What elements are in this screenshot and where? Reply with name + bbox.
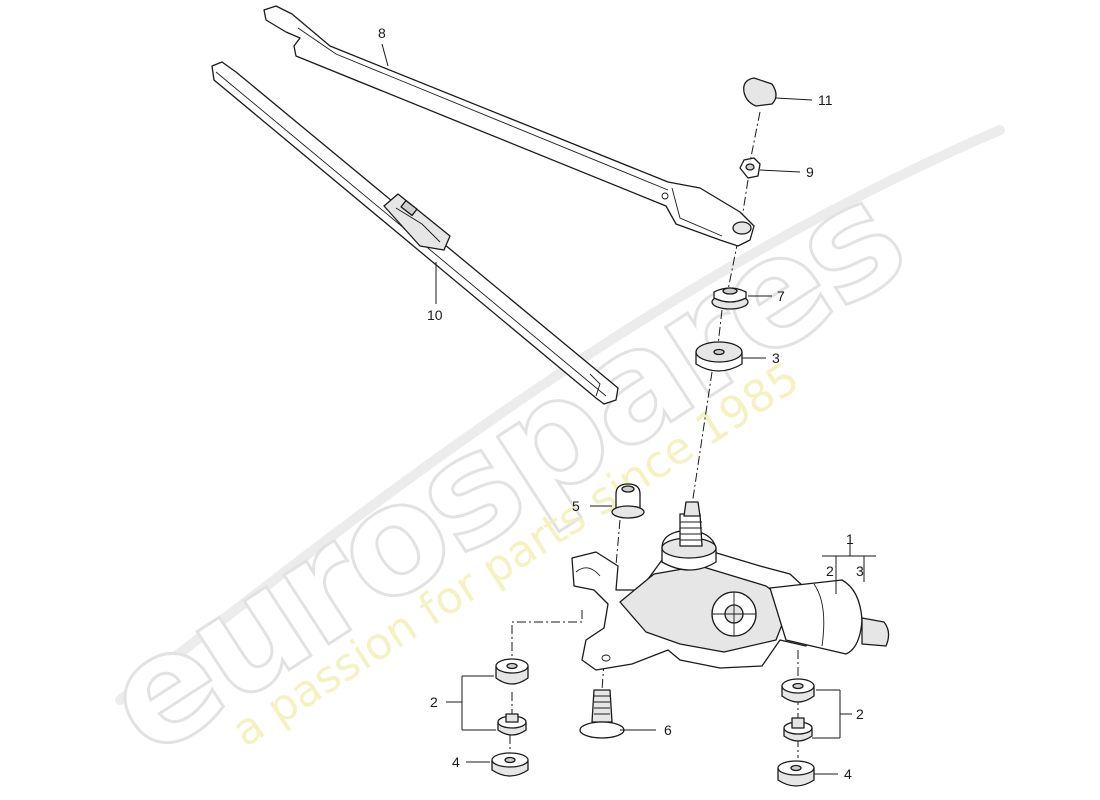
motor-spindle-tip: [683, 501, 701, 517]
callout-11: 11: [818, 92, 833, 108]
bush-hole: [621, 485, 635, 493]
axis-left-mount: [511, 610, 583, 666]
leader-lines: [381, 43, 876, 775]
watermark: eurospares a passion for parts since 198…: [73, 125, 1005, 792]
leader-1: [822, 544, 876, 594]
mount-right-lower-collar: [791, 717, 805, 729]
cap-body: [743, 77, 777, 107]
callout-1-sub-3: 3: [856, 563, 864, 579]
callout-2-left: 2: [430, 694, 438, 710]
screw-thread: [594, 695, 610, 715]
callout-labels: 8 10 11 9 7 3 5 6 2 4 2 4 1 2 3: [378, 25, 864, 782]
wiper-arm[interactable]: [263, 5, 755, 247]
wiper-arm-body: [263, 5, 755, 247]
callout-1-sub-2: 2: [826, 563, 834, 579]
mount-washer-left-hole: [504, 756, 516, 764]
mount-rubber-right[interactable]: [781, 678, 815, 742]
callout-3: 3: [772, 350, 780, 366]
watermark-swoosh: [115, 125, 1005, 705]
nut-bore: [745, 163, 755, 171]
mount-right-upper-hole: [792, 682, 804, 690]
motor-can: [769, 579, 863, 655]
callout-5: 5: [572, 498, 580, 514]
axis-cap-to-nut: [747, 111, 761, 173]
callout-2-right: 2: [856, 706, 864, 722]
wiper-arm-pivot-hole: [732, 221, 752, 235]
screw-head: [579, 721, 625, 739]
callout-4-left: 4: [452, 754, 460, 770]
bush-flange: [611, 505, 645, 519]
mount-washer-right[interactable]: [777, 760, 815, 787]
grommet-large[interactable]: [695, 341, 743, 372]
motor-end-cap: [861, 617, 890, 647]
callout-9: 9: [806, 164, 814, 180]
wiper-blade-adapter-detail: [395, 207, 441, 243]
nut[interactable]: [739, 157, 761, 179]
leader-9: [759, 169, 801, 173]
axis-arm-to-washer: [727, 239, 739, 291]
bush[interactable]: [611, 483, 645, 519]
callout-7: 7: [777, 288, 785, 304]
motor-spindle: [679, 513, 703, 547]
callout-8: 8: [378, 25, 386, 41]
motor-gear-ribs: [712, 592, 756, 636]
mount-rubber-left[interactable]: [495, 658, 529, 736]
mount-left-upper-hole: [506, 662, 518, 670]
callout-6: 6: [664, 722, 672, 738]
motor-can-seam: [813, 583, 825, 647]
screw-shank: [591, 689, 613, 723]
leader-2-left: [446, 675, 496, 731]
callout-1: 1: [846, 531, 854, 547]
wiper-blade[interactable]: [211, 61, 619, 405]
wiper-blade-clip: [400, 199, 418, 217]
leader-2-right: [812, 689, 852, 739]
motor-base-hole: [601, 654, 611, 662]
wiper-motor[interactable]: [571, 501, 890, 671]
axis-grommet-to-spindle: [691, 371, 713, 506]
axis-bush-to-mount: [607, 519, 621, 656]
wiper-arm-rivet: [661, 192, 669, 200]
leader-11: [775, 97, 813, 101]
axis-washer-to-grommet: [717, 309, 723, 346]
axis-nut-to-arm: [741, 179, 749, 219]
washer-hole: [722, 287, 738, 295]
cap[interactable]: [743, 77, 777, 107]
washer[interactable]: [711, 287, 749, 310]
wiper-arm-edge: [297, 27, 669, 191]
leader-8: [381, 43, 389, 67]
wiper-blade-endcap: [589, 373, 601, 397]
wiper-arm-head-seam: [671, 187, 723, 237]
motor-spindle-thread: [680, 521, 702, 541]
callout-10: 10: [427, 307, 443, 323]
grommet-large-hole: [713, 348, 725, 356]
mount-washer-left[interactable]: [491, 752, 529, 777]
mount-left-lower-collar: [505, 713, 519, 723]
screw[interactable]: [579, 689, 625, 739]
mount-washer-right-hole: [790, 764, 802, 772]
washer-collar: [713, 287, 747, 303]
motor-left-bracket-slot: [575, 567, 601, 577]
callout-4-right: 4: [844, 766, 852, 782]
